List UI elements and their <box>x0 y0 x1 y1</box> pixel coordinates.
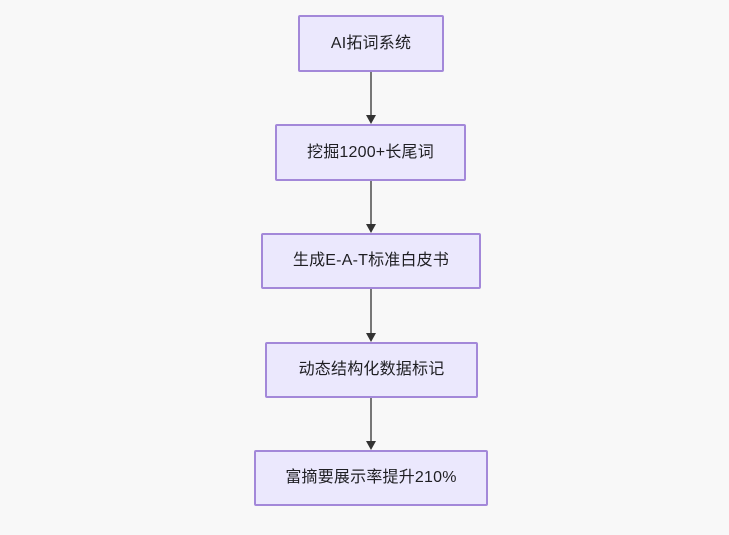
flow-node-ai-keyword-system[interactable]: AI拓词系统 <box>298 15 444 72</box>
flow-node-label: 富摘要展示率提升210% <box>285 469 457 487</box>
flow-arrow-3-to-4 <box>365 289 377 342</box>
flow-arrow-4-to-5 <box>365 398 377 450</box>
flow-arrow-2-to-3 <box>365 181 377 233</box>
flow-node-label: 挖掘1200+长尾词 <box>307 143 434 161</box>
arrow-head-icon <box>366 441 376 450</box>
flow-node-rich-snippet-result[interactable]: 富摘要展示率提升210% <box>254 450 488 506</box>
flow-node-structured-data-markup[interactable]: 动态结构化数据标记 <box>265 342 478 398</box>
flow-node-eat-whitepaper[interactable]: 生成E-A-T标准白皮书 <box>261 233 481 289</box>
flow-node-label: 生成E-A-T标准白皮书 <box>292 252 450 270</box>
arrow-head-icon <box>366 333 376 342</box>
arrow-head-icon <box>366 224 376 233</box>
flow-arrow-1-to-2 <box>365 72 377 124</box>
flow-node-label: 动态结构化数据标记 <box>298 361 445 379</box>
flow-node-longtail-keywords[interactable]: 挖掘1200+长尾词 <box>275 124 466 181</box>
flow-node-label: AI拓词系统 <box>330 34 412 52</box>
arrow-head-icon <box>366 115 376 124</box>
